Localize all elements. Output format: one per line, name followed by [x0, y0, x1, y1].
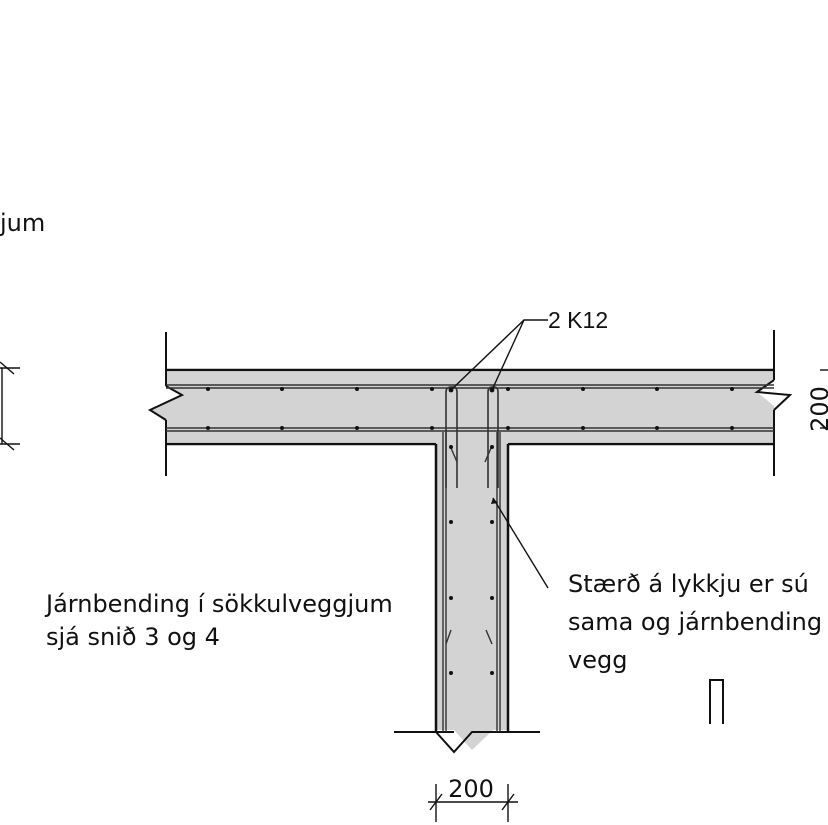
- rebar-dot: [449, 596, 453, 600]
- lap-mark-2: [484, 447, 492, 463]
- rebar-dot: [430, 387, 434, 391]
- rebar-dot: [730, 426, 734, 430]
- rebar-dot: [655, 387, 659, 391]
- wall-reinforcement: [442, 386, 501, 732]
- rebar-dot: [206, 387, 210, 391]
- rebar-dot: [206, 426, 210, 430]
- rebar-dot: [280, 426, 284, 430]
- rebar-dots: [206, 387, 734, 675]
- rebar-dot: [430, 426, 434, 430]
- wall-thickness-dimension: [428, 784, 518, 822]
- wall-dim-slash-right: [501, 793, 515, 811]
- rebar-dot: [280, 387, 284, 391]
- slab-right-break-symbol: [754, 379, 793, 411]
- loop-note-line3: vegg: [568, 646, 627, 674]
- lap-mark-1: [450, 447, 458, 463]
- rebar-dot: [490, 520, 494, 524]
- slab-thickness-label: 200: [806, 386, 828, 432]
- left-dim-slash-bottom: [0, 437, 15, 451]
- rebar-dot: [490, 671, 494, 675]
- loop-note-leader: [492, 497, 549, 589]
- wall-note-line1: Járnbending í sökkulveggjum: [44, 590, 393, 618]
- rebar-dot: [449, 671, 453, 675]
- rebar-dot: [730, 387, 734, 391]
- k12-leader-branch: [491, 319, 525, 391]
- rebar-dot: [355, 426, 359, 430]
- lap-mark-3: [445, 629, 452, 645]
- slab-thickness-dimension: [820, 369, 828, 429]
- left-partial-dimension: [0, 361, 20, 451]
- slab-outline: [147, 330, 793, 476]
- slab-reinforcement: [166, 384, 774, 432]
- loop-symbol: [709, 679, 724, 724]
- hairpin-loop-left: [445, 386, 458, 488]
- wall-dim-slash-left: [429, 793, 443, 811]
- leader-lines: [450, 319, 549, 589]
- rebar-dot: [355, 387, 359, 391]
- rebar-dot: [506, 387, 510, 391]
- loop-note-line2: sama og járnbending í: [568, 608, 828, 636]
- partial-top-left-text: jum: [0, 209, 45, 237]
- slab-fill: [150, 372, 774, 750]
- concrete-section: [150, 372, 774, 750]
- lap-mark-4: [485, 629, 493, 645]
- loop-note-arrowhead: [491, 498, 498, 504]
- wall-outline: [394, 444, 540, 754]
- slab-left-break-symbol: [147, 385, 185, 421]
- wall-break-symbol: [435, 731, 493, 754]
- rebar-dot: [581, 426, 585, 430]
- wall-note-line2: sjá snið 3 og 4: [46, 623, 220, 651]
- rebar-callout-label: 2 K12: [548, 307, 608, 333]
- rebar-dot: [449, 520, 453, 524]
- wall-thickness-label: 200: [448, 775, 494, 803]
- left-dim-slash-top: [0, 361, 15, 375]
- rebar-dot: [655, 426, 659, 430]
- rebar-dot: [449, 445, 453, 449]
- rebar-dot: [581, 387, 585, 391]
- rebar-dot: [490, 445, 494, 449]
- loop-note-line1: Stærð á lykkju er sú: [568, 570, 809, 598]
- rebar-dot: [506, 426, 510, 430]
- rebar-dot: [490, 596, 494, 600]
